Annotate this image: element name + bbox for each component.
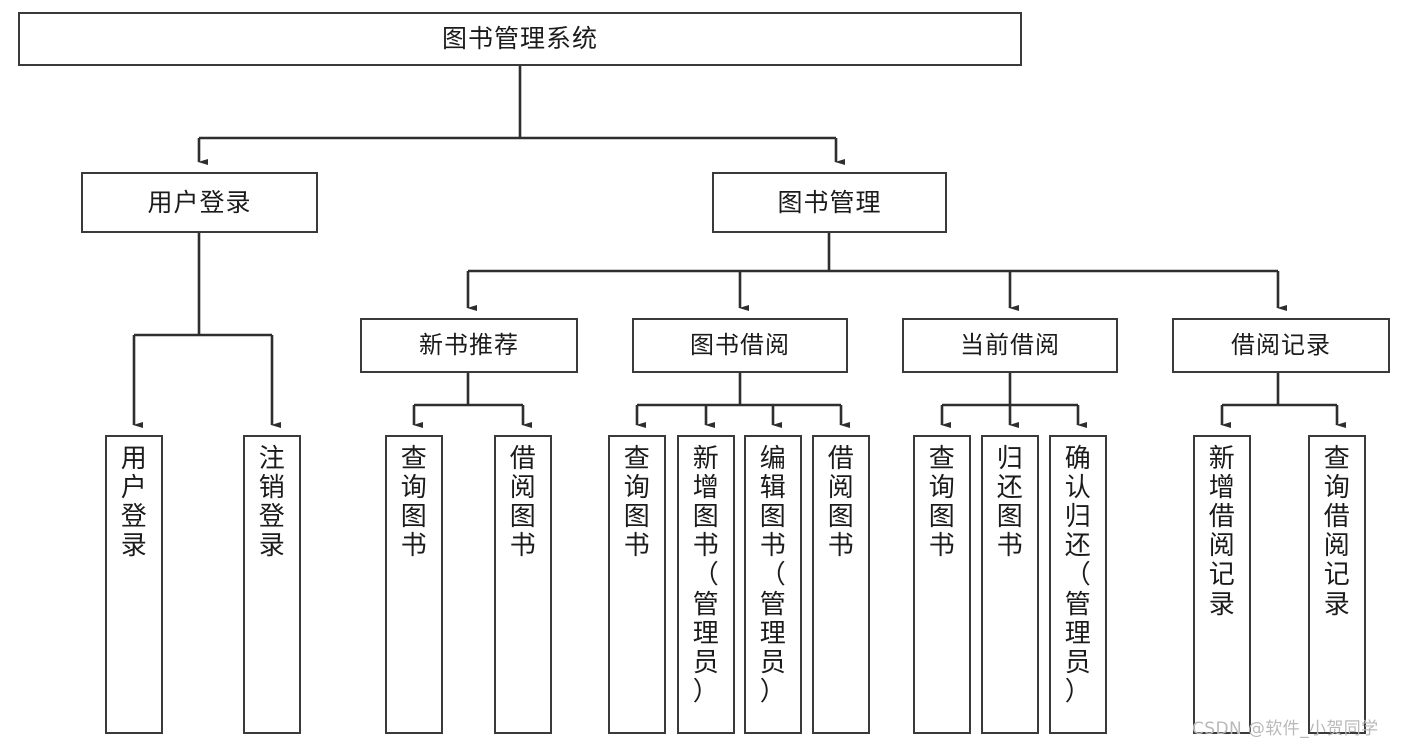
node-label: 新 增 借 阅 记 录 bbox=[1208, 444, 1236, 620]
node-new-book-recommend[interactable]: 新书推荐 bbox=[360, 318, 578, 373]
node-label: 图书借阅 bbox=[690, 331, 790, 360]
leaf-book-borrow-add[interactable]: 新 增 图 书 （ 管 理 员 ） bbox=[677, 435, 735, 734]
node-label: 新书推荐 bbox=[419, 331, 519, 360]
node-label: 用户登录 bbox=[147, 187, 252, 217]
node-label: 图书管理 bbox=[777, 187, 882, 217]
node-label: 新 增 图 书 （ 管 理 员 ） bbox=[692, 444, 720, 707]
node-label: 借 阅 图 书 bbox=[827, 444, 855, 562]
node-label: 查 询 图 书 bbox=[928, 444, 956, 562]
leaf-new-book-borrow[interactable]: 借 阅 图 书 bbox=[494, 435, 552, 734]
node-label: 借阅记录 bbox=[1231, 331, 1331, 360]
leaf-user-login-logout[interactable]: 注 销 登 录 bbox=[243, 435, 301, 734]
leaf-new-book-query[interactable]: 查 询 图 书 bbox=[385, 435, 443, 734]
node-root-system[interactable]: 图书管理系统 bbox=[18, 12, 1022, 66]
leaf-current-borrow-return[interactable]: 归 还 图 书 bbox=[981, 435, 1039, 734]
node-user-login[interactable]: 用户登录 bbox=[81, 172, 318, 233]
leaf-book-borrow-edit[interactable]: 编 辑 图 书 （ 管 理 员 ） bbox=[744, 435, 802, 734]
node-label: 借 阅 图 书 bbox=[509, 444, 537, 562]
node-book-management[interactable]: 图书管理 bbox=[712, 172, 947, 233]
leaf-user-login-login[interactable]: 用 户 登 录 bbox=[105, 435, 163, 734]
node-label: 注 销 登 录 bbox=[258, 444, 286, 562]
node-borrow-record[interactable]: 借阅记录 bbox=[1172, 318, 1390, 373]
leaf-book-borrow-query[interactable]: 查 询 图 书 bbox=[608, 435, 666, 734]
leaf-borrow-record-query[interactable]: 查 询 借 阅 记 录 bbox=[1308, 435, 1366, 734]
node-label: 查 询 图 书 bbox=[623, 444, 651, 562]
node-label: 确 认 归 还 （ 管 理 员 ） bbox=[1064, 444, 1092, 707]
leaf-book-borrow-borrow[interactable]: 借 阅 图 书 bbox=[812, 435, 870, 734]
csdn-watermark: CSDN @软件_小贺同学 bbox=[1192, 719, 1379, 739]
leaf-current-borrow-confirm[interactable]: 确 认 归 还 （ 管 理 员 ） bbox=[1049, 435, 1107, 734]
node-current-borrow[interactable]: 当前借阅 bbox=[902, 318, 1118, 373]
node-label: 图书管理系统 bbox=[441, 24, 598, 54]
node-book-borrow[interactable]: 图书借阅 bbox=[632, 318, 848, 373]
node-label: 查 询 图 书 bbox=[400, 444, 428, 562]
node-label: 查 询 借 阅 记 录 bbox=[1323, 444, 1351, 620]
leaf-borrow-record-add[interactable]: 新 增 借 阅 记 录 bbox=[1193, 435, 1251, 734]
node-label: 当前借阅 bbox=[960, 331, 1060, 360]
node-label: 归 还 图 书 bbox=[996, 444, 1024, 562]
leaf-current-borrow-query[interactable]: 查 询 图 书 bbox=[913, 435, 971, 734]
node-label: 编 辑 图 书 （ 管 理 员 ） bbox=[759, 444, 787, 707]
node-label: 用 户 登 录 bbox=[120, 444, 148, 562]
